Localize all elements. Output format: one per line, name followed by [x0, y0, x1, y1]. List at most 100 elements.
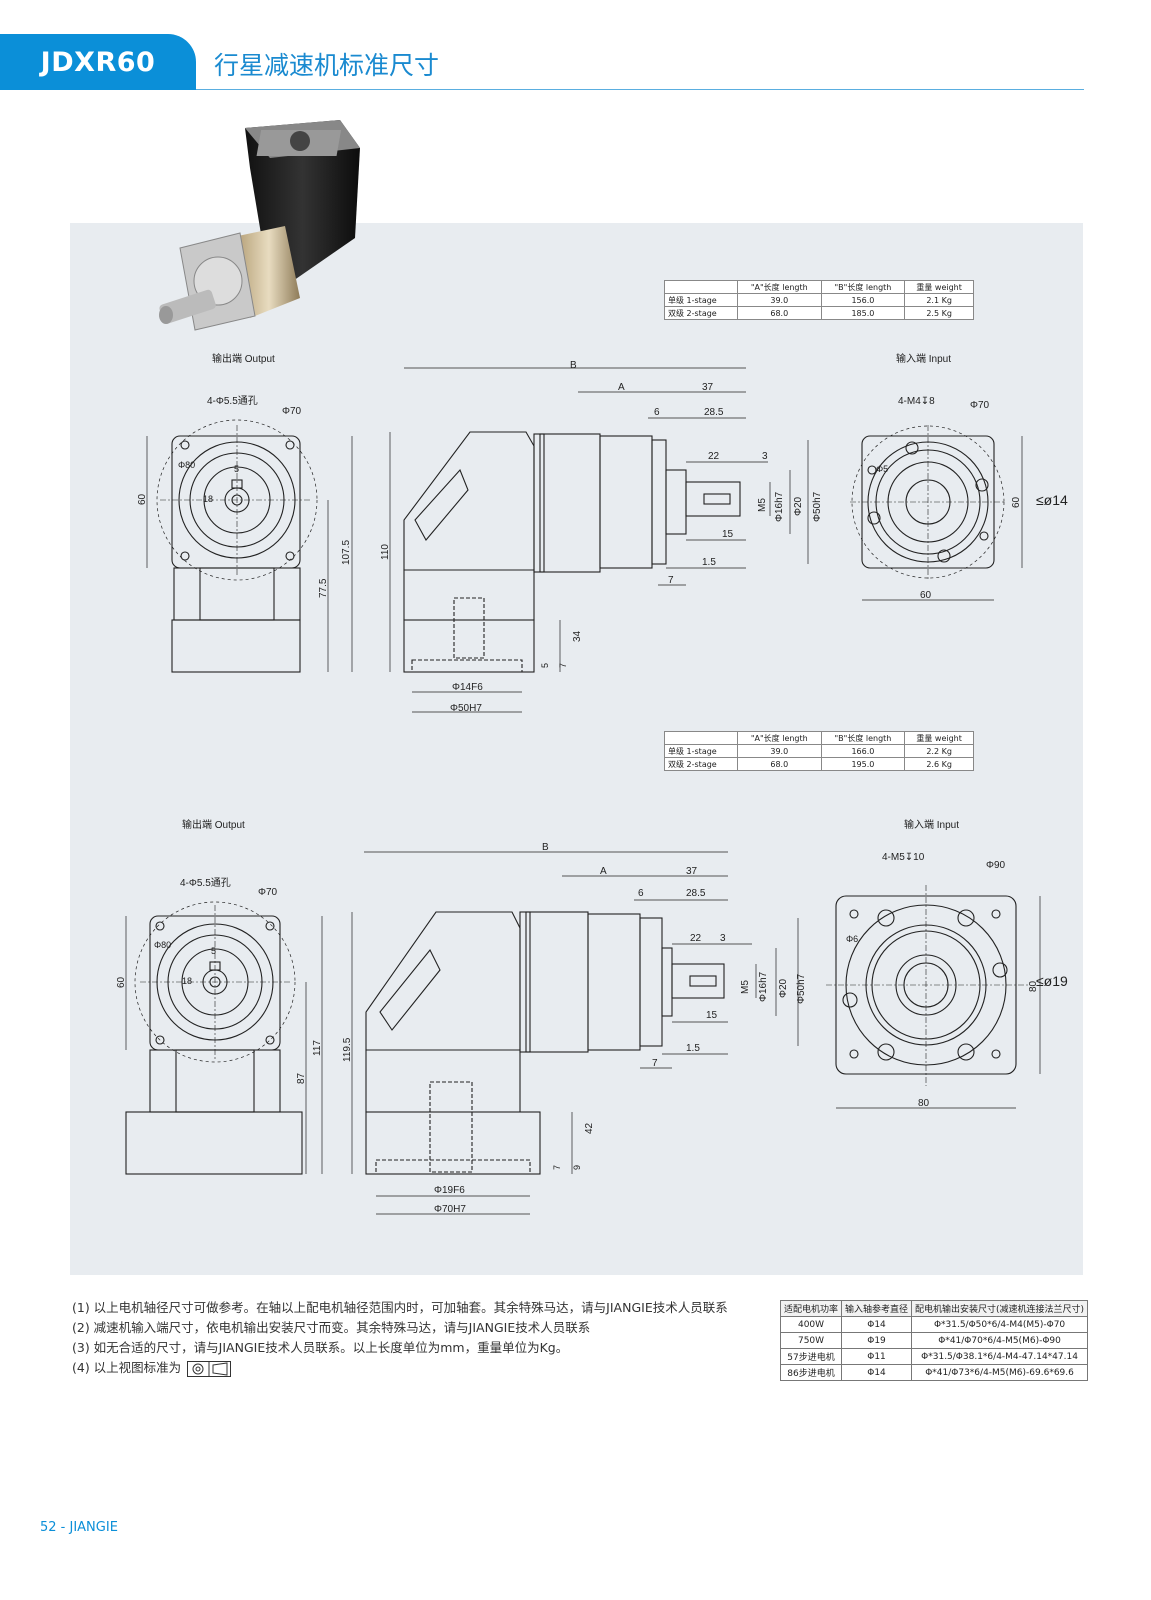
- dim-37: 37: [702, 382, 714, 393]
- dim-37: 37: [686, 866, 698, 877]
- dim-117: 117: [312, 1040, 323, 1056]
- cell: 166.0: [820, 744, 906, 758]
- cell: Φ14: [841, 1316, 913, 1333]
- output-label: 输出端 Output: [182, 818, 245, 831]
- dim-50h7: Φ50h7: [796, 973, 807, 1004]
- cell: 39.0: [736, 293, 822, 307]
- note-3: (3) 如无合适的尺寸，请与JIANGIE技术人员联系。以上长度单位为mm，重量…: [72, 1340, 569, 1355]
- cell: 86步进电机: [779, 1364, 843, 1381]
- cell: 68.0: [736, 306, 822, 320]
- dim-7b: 7: [552, 1165, 562, 1170]
- note-2: (2) 减速机输入端尺寸，依电机输出安装尺寸而变。其余特殊马达，请与JIANGI…: [72, 1320, 591, 1335]
- dim-110: 110: [380, 544, 391, 560]
- cell: 双级 2-stage: [664, 306, 738, 320]
- cell: 39.0: [736, 744, 822, 758]
- dim-5: 5: [211, 946, 216, 956]
- dim-60: 60: [137, 493, 148, 505]
- col-weight: 重量 weight: [904, 280, 974, 294]
- col-b-length: "B"长度 length: [820, 280, 906, 294]
- cell: Φ*41/Φ70*6/4-M5(M6)-Φ90: [911, 1332, 1089, 1349]
- header-rule: [196, 89, 1084, 90]
- input-view: 4-M5↧10 Φ90 Φ6 80 80 ≤ø19: [826, 852, 1068, 1109]
- cell: 2.2 Kg: [904, 744, 974, 758]
- dim-7b: 7: [558, 663, 568, 668]
- dim-22: 22: [708, 451, 720, 462]
- technical-drawing-bottom: 输出端 Output 输入端 Input 4-Φ5.5通孔 Φ70 Φ80 5 …: [116, 818, 1068, 1215]
- cell: Φ*31.5/Φ50*6/4-M4(M5)-Φ70: [911, 1316, 1089, 1333]
- note-4: (4) 以上视图标准为: [72, 1358, 728, 1378]
- cell: 57步进电机: [779, 1348, 843, 1365]
- dim-1-5: 1.5: [702, 557, 716, 568]
- gearbox-product-image: [159, 120, 360, 331]
- cell: 195.0: [820, 757, 906, 771]
- dim-18: 18: [203, 494, 213, 504]
- input-view: 4-M4↧8 Φ70 Φ5 60 60 ≤ø14: [850, 396, 1068, 601]
- dim-16h7: Φ16h7: [758, 971, 769, 1002]
- dim-77-5: 77.5: [318, 578, 329, 598]
- side-view: B A 37 6 28.5 22 3 M5 Φ16h7 Φ20 Φ50h7 15…: [342, 842, 807, 1215]
- cell: 单级 1-stage: [664, 744, 738, 758]
- dim-20: Φ20: [793, 496, 804, 516]
- cell: Φ14: [841, 1364, 913, 1381]
- phi50H7-label: Φ50H7: [450, 703, 482, 714]
- input-phi90-label: Φ90: [986, 860, 1006, 871]
- cell: 185.0: [820, 306, 906, 320]
- input-dim-60b: 60: [1011, 496, 1022, 508]
- input-holes-label: 4-M5↧10: [882, 852, 925, 863]
- page-footer: 52 - JIANGIE: [40, 1520, 118, 1535]
- input-bore-label: ≤ø14: [1036, 492, 1068, 508]
- note-4-text: (4) 以上视图标准为: [72, 1360, 182, 1375]
- dim-5: 5: [234, 464, 239, 474]
- cell: Φ19: [841, 1332, 913, 1349]
- phi80-label: Φ80: [154, 940, 171, 950]
- dim-3: 3: [720, 933, 726, 944]
- cell: 2.6 Kg: [904, 757, 974, 771]
- col-a-length: "A"长度 length: [736, 731, 822, 745]
- col-a-length: "A"长度 length: [736, 280, 822, 294]
- cell: 单级 1-stage: [664, 293, 738, 307]
- dim-28-5: 28.5: [704, 407, 724, 418]
- dim-107-5: 107.5: [341, 540, 352, 565]
- cell: 156.0: [820, 293, 906, 307]
- col-motor-power: 适配电机功率: [779, 1300, 843, 1317]
- technical-drawing-top: 输出端 Output 输入端 Input 4-Φ5.5通孔 Φ70 Φ80 5 …: [137, 352, 1068, 714]
- note-1: (1) 以上电机轴径尺寸可做参考。在轴以上配电机轴径范围内时，可加轴套。其余特殊…: [72, 1300, 728, 1315]
- cell: 2.1 Kg: [904, 293, 974, 307]
- cell: 400W: [779, 1316, 843, 1333]
- cell: Φ11: [841, 1348, 913, 1365]
- output-front-view: 4-Φ5.5通孔 Φ70 Φ80 5 18 60 117 87: [116, 877, 323, 1175]
- holes-label: 4-Φ5.5通孔: [180, 877, 231, 889]
- dim-16h7: Φ16h7: [774, 491, 785, 522]
- dim-B: B: [542, 842, 549, 853]
- input-phi5-label: Φ5: [876, 464, 888, 474]
- col-shaft-diameter: 输入轴参考直径: [841, 1300, 913, 1317]
- dim-15: 15: [706, 1010, 718, 1021]
- input-phi6-label: Φ6: [846, 934, 858, 944]
- holes-label: 4-Φ5.5通孔: [207, 395, 258, 407]
- phi19f6-label: Φ19F6: [434, 1185, 465, 1196]
- col-stage: [664, 280, 738, 294]
- phi70-label: Φ70: [282, 406, 302, 417]
- model-name: JDXR60: [40, 47, 156, 78]
- cell: Φ*41/Φ73*6/4-M5(M6)-69.6*69.6: [911, 1364, 1089, 1381]
- header-tab: [0, 34, 196, 90]
- input-label: 输入端 Input: [896, 352, 951, 365]
- dim-28-5: 28.5: [686, 888, 706, 899]
- dim-42: 42: [584, 1122, 595, 1134]
- input-dim-80a: 80: [918, 1098, 930, 1109]
- dim-15: 15: [722, 529, 734, 540]
- col-stage: [664, 731, 738, 745]
- dim-20: Φ20: [778, 978, 789, 998]
- dim-87: 87: [296, 1072, 307, 1084]
- dim-34: 34: [572, 630, 583, 642]
- input-bore-label: ≤ø19: [1036, 973, 1068, 989]
